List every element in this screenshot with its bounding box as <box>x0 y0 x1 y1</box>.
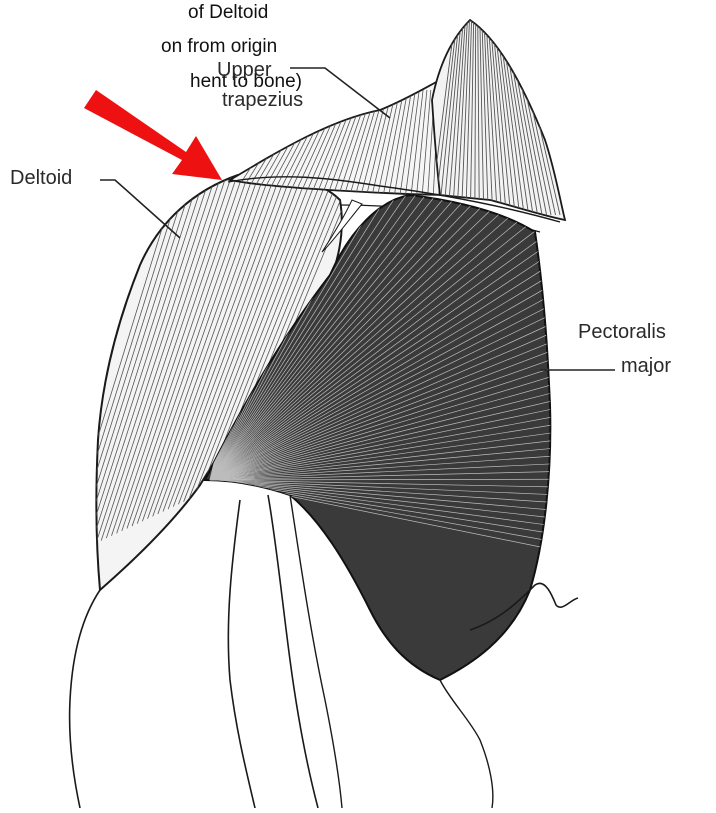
arm-outline <box>70 590 100 808</box>
red-arrow <box>84 90 222 180</box>
label-deltoid: Deltoid <box>10 168 72 188</box>
chest-outline <box>440 680 493 808</box>
label-trapezius: trapezius <box>222 90 303 110</box>
label-pectoralis: Pectoralis <box>578 322 666 342</box>
biceps-outline-1 <box>228 500 255 808</box>
label-major: major <box>621 356 671 376</box>
biceps-outline-2 <box>268 495 318 808</box>
label-upper: Upper <box>217 60 271 80</box>
caption-line-1: of Deltoid <box>188 3 268 22</box>
caption-line-2: on from origin <box>161 37 277 56</box>
